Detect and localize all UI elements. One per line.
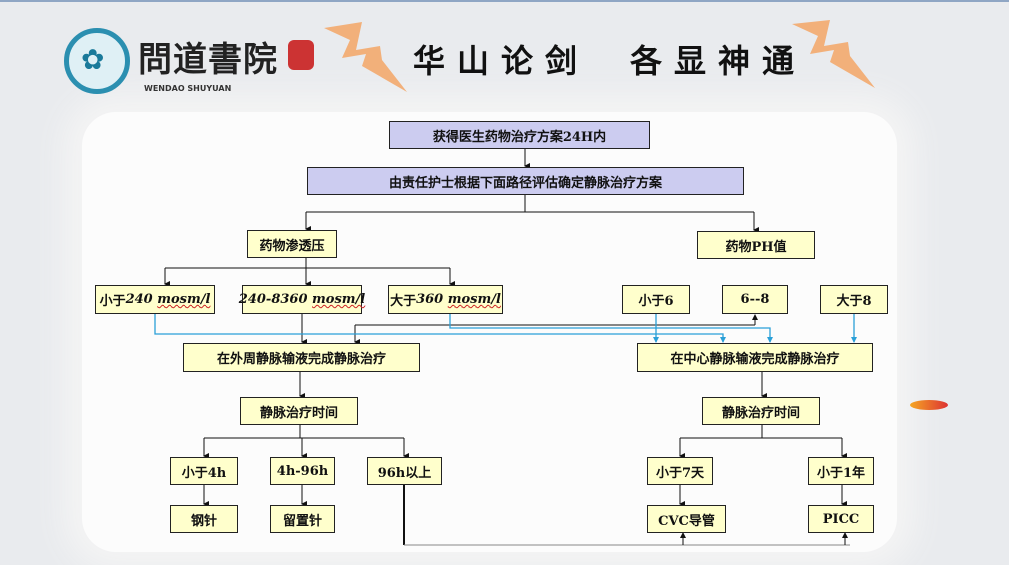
bird-emblem-icon: ✿ — [64, 28, 130, 94]
node-duration-left: 静脉治疗时间 — [240, 397, 358, 425]
label-number: 240-8360 — [238, 292, 308, 307]
logo: ✿ 問道書院 WENDAO SHUYUAN — [60, 24, 314, 104]
node-cvc: CVC导管 — [647, 505, 726, 533]
logo-subtitle: WENDAO SHUYUAN — [144, 84, 232, 93]
node-central: 在中心静脉输液完成静脉治疗 — [637, 343, 873, 372]
node-indwelling-needle: 留置针 — [270, 505, 335, 533]
lightning-icon — [324, 22, 407, 92]
lightning-icon — [792, 20, 875, 88]
headline-right: 各显神通 — [630, 42, 807, 80]
step-nurse-assessment: 由责任护士根据下面路径评估确定静脉治疗方案 — [307, 167, 744, 195]
node-steel-needle: 钢针 — [170, 505, 238, 533]
label-number: 360 — [416, 292, 444, 307]
headline-left: 华山论剑 — [413, 42, 590, 80]
label-unit: mosm/l — [447, 292, 501, 307]
node-lt-7d: 小于7天 — [647, 457, 713, 485]
logo-seal — [288, 40, 314, 70]
node-picc: PICC — [808, 505, 874, 533]
node-duration-right: 静脉治疗时间 — [702, 397, 820, 425]
node-ph: 药物PH值 — [697, 231, 815, 259]
node-osmolality: 药物渗透压 — [247, 230, 337, 258]
node-osm-240-360: 240-8360 mosm/l — [238, 285, 366, 314]
label-prefix: 大于 — [390, 294, 417, 309]
step-get-prescription: 获得医生药物治疗方案24H内 — [389, 121, 650, 149]
label-unit: mosm/l — [157, 292, 211, 307]
node-lt-4h: 小于4h — [170, 457, 238, 485]
node-ph-6-8: 6--8 — [722, 285, 788, 314]
fish-decoration — [910, 400, 948, 410]
node-ph-gt-8: 大于8 — [820, 285, 888, 314]
node-lt-1y: 小于1年 — [808, 457, 874, 485]
label-number: 240 — [125, 292, 153, 307]
node-4h-96h: 4h-96h — [270, 457, 335, 485]
node-ph-lt-6: 小于6 — [622, 285, 690, 314]
top-border — [0, 0, 1009, 2]
label-unit: mosm/l — [312, 292, 366, 307]
node-peripheral: 在外周静脉输液完成静脉治疗 — [183, 343, 420, 372]
node-gt-96h: 96h以上 — [367, 457, 442, 485]
label-prefix: 小于 — [99, 294, 126, 309]
logo-name: 問道書院 — [138, 40, 278, 80]
